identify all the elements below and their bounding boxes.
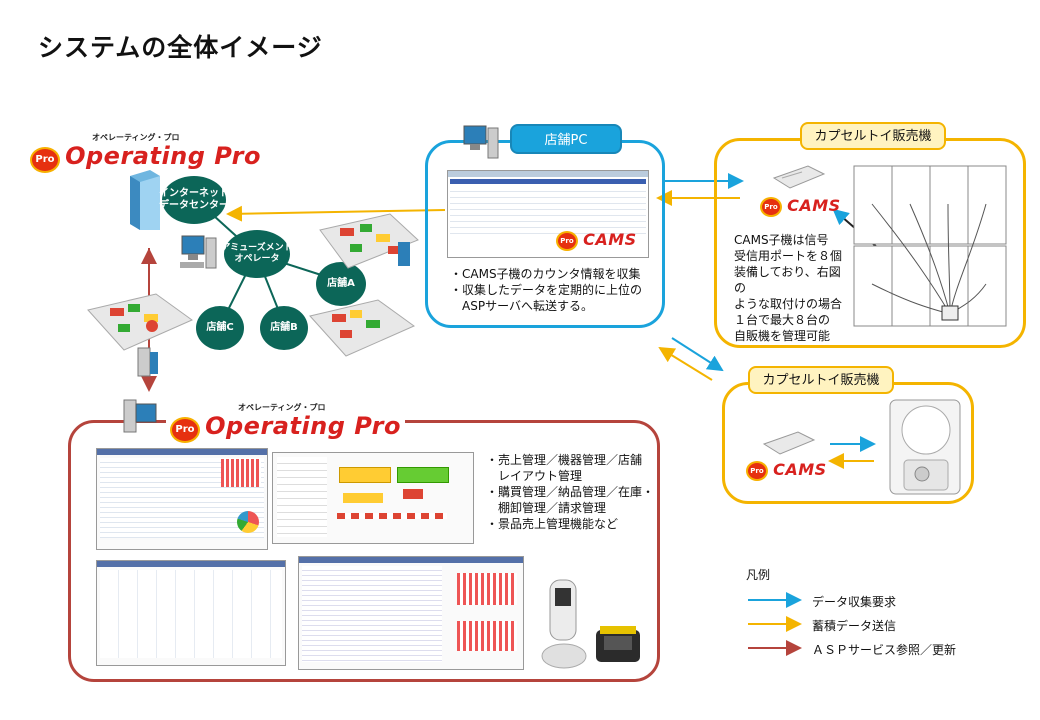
layout-screenshot: [272, 452, 474, 544]
asp-pc-icon: [123, 399, 157, 433]
asp-pc-icon-small: [137, 347, 158, 377]
asp-features: ・売上管理／機器管理／店舗 レイアウト管理 ・購買管理／納品管理／在庫・ 棚卸管…: [486, 453, 655, 531]
store-pc-cams-logo: Pro CAMS: [556, 230, 637, 251]
printer-icon: [596, 626, 640, 662]
pro-badge: Pro: [760, 196, 782, 217]
node-operator: アミューズメント オペレータ: [221, 230, 293, 278]
server-icon: [130, 170, 160, 230]
node-store-c: 店舗C: [196, 306, 244, 350]
upload-arrow: [226, 205, 446, 222]
page-title: システムの全体イメージ: [38, 33, 323, 62]
report-screenshot: [298, 556, 524, 670]
logo-name: Operating Pro: [65, 142, 261, 170]
node-store-b: 店舗B: [260, 306, 308, 350]
store-b-layout: [309, 299, 415, 357]
purchase-screenshot: [96, 560, 286, 666]
store-pc-screenshot: [447, 170, 649, 258]
handheld-terminal-icon: [541, 579, 587, 669]
pro-badge: Pro: [30, 146, 60, 173]
cams-device-icon-2: [762, 431, 816, 455]
asp-logo-name: Operating Pro: [205, 412, 401, 440]
store-a-layout: [319, 213, 419, 269]
store-pc-icon: [463, 125, 499, 159]
vending-machine-grid: [853, 165, 1007, 327]
cams-device-icon: [772, 165, 826, 189]
vending2-cams-logo: Pro CAMS: [746, 460, 827, 481]
logo-subtitle: オペレーティング・プロ: [92, 133, 180, 142]
node-store-a: 店舗A: [316, 262, 366, 306]
legend-item-send: 蓄積データ送信: [812, 619, 897, 633]
vending1-label: カプセルトイ販売機: [800, 122, 946, 150]
pro-badge: Pro: [746, 460, 768, 481]
send-arrow-2: [658, 346, 713, 381]
operating-pro-logo: Pro Operating Pro: [30, 142, 261, 173]
asp-operating-pro-logo: Pro Operating Pro: [166, 412, 405, 443]
store-pc-label: 店舗PC: [510, 124, 622, 154]
vending2-label: カプセルトイ販売機: [748, 366, 894, 394]
pro-badge: Pro: [556, 230, 578, 251]
asp-logo-subtitle: オペレーティング・プロ: [238, 403, 326, 412]
legend-item-request: データ収集要求: [812, 595, 897, 609]
vending1-cams-logo: Pro CAMS: [760, 196, 841, 217]
legend-title: 凡例: [746, 568, 771, 582]
pro-badge: Pro: [170, 416, 200, 443]
legend-item-asp: ＡＳＰサービス参照／更新: [812, 643, 957, 657]
sales-screenshot: [96, 448, 268, 550]
store-pc-description: ・CAMS子機のカウンタ情報を収集 ・収集したデータを定期的に上位の ASPサー…: [450, 267, 643, 313]
store-c-layout: [87, 293, 193, 351]
vending1-description: CAMS子機は信号 受信用ポートを８個 装備しており、右図の ような取付けの場合…: [734, 233, 843, 343]
node-datacenter: インターネット データセンター: [159, 176, 229, 224]
capsule-machine-icon: [889, 399, 961, 495]
operator-pc-icon: [180, 235, 217, 269]
request-arrow-2: [671, 337, 724, 372]
